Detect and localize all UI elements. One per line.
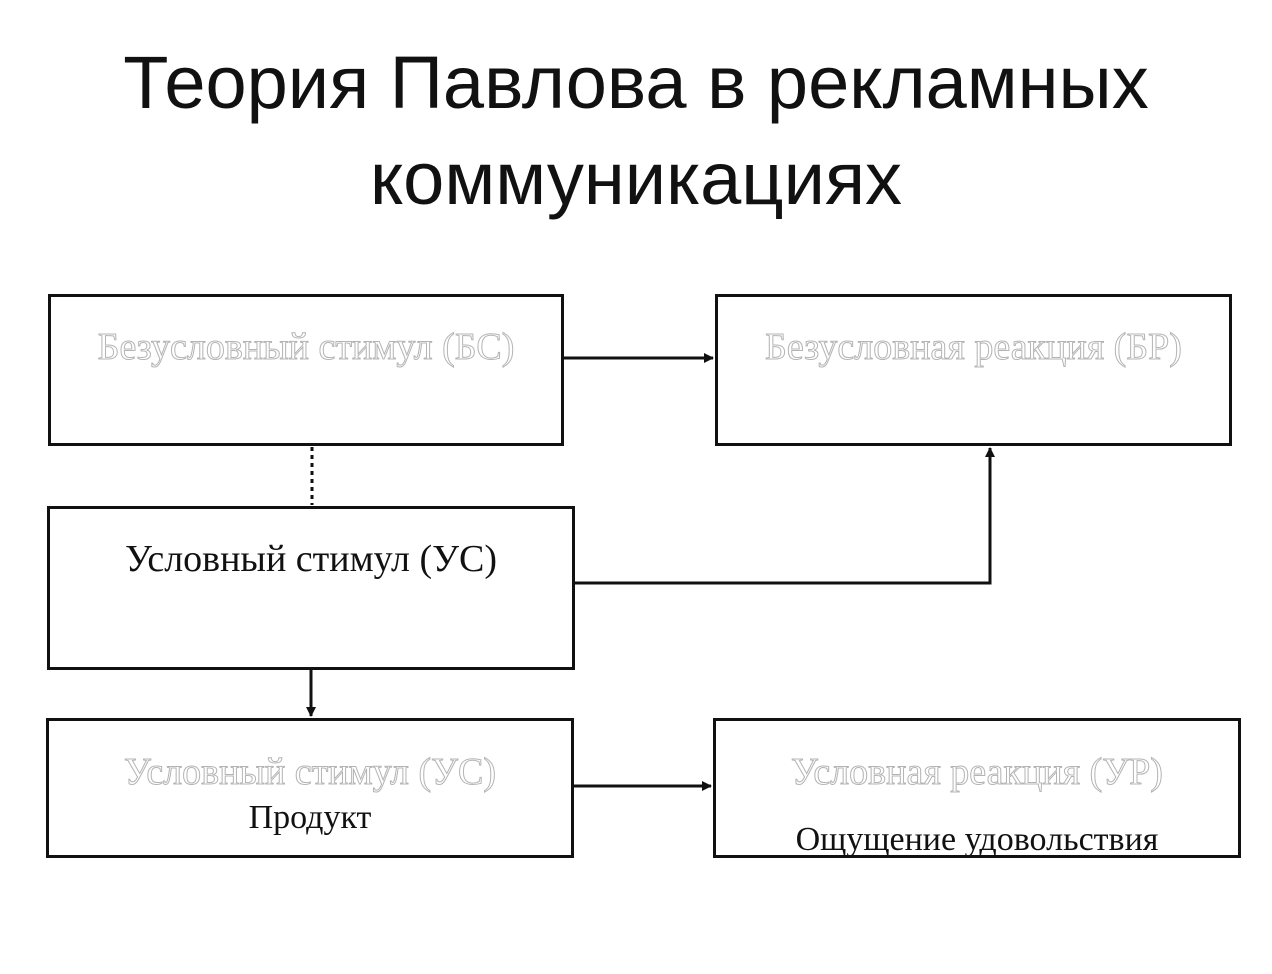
conditioned-response-label: Условная реакция (УР)	[791, 751, 1164, 793]
pleasure-sublabel: Ощущение удовольствия	[795, 821, 1159, 858]
slide-title-line-1: Теория Павлова в рекламных	[123, 41, 1149, 124]
conditioned-stimulus-label: Условный стимул (УС)	[124, 538, 498, 580]
conditioned-stimulus-product-box: Условный стимул (УС) Продукт	[46, 718, 574, 858]
unconditioned-stimulus-box: Безусловный стимул (БС)	[48, 294, 564, 446]
product-sublabel: Продукт	[248, 799, 372, 836]
conditioned-response-box: Условная реакция (УР) Ощущение удовольст…	[713, 718, 1241, 858]
arrow-us-to-br	[575, 447, 995, 585]
slide-title-line-2: коммуникациях	[369, 137, 903, 220]
conditioned-stimulus-box: Условный стимул (УС)	[47, 506, 575, 670]
unconditioned-response-label: Безусловная реакция (БР)	[765, 326, 1183, 368]
unconditioned-response-box: Безусловная реакция (БР)	[715, 294, 1232, 446]
unconditioned-stimulus-label: Безусловный стимул (БС)	[97, 326, 515, 368]
conditioned-stimulus-product-label: Условный стимул (УС)	[123, 751, 497, 793]
